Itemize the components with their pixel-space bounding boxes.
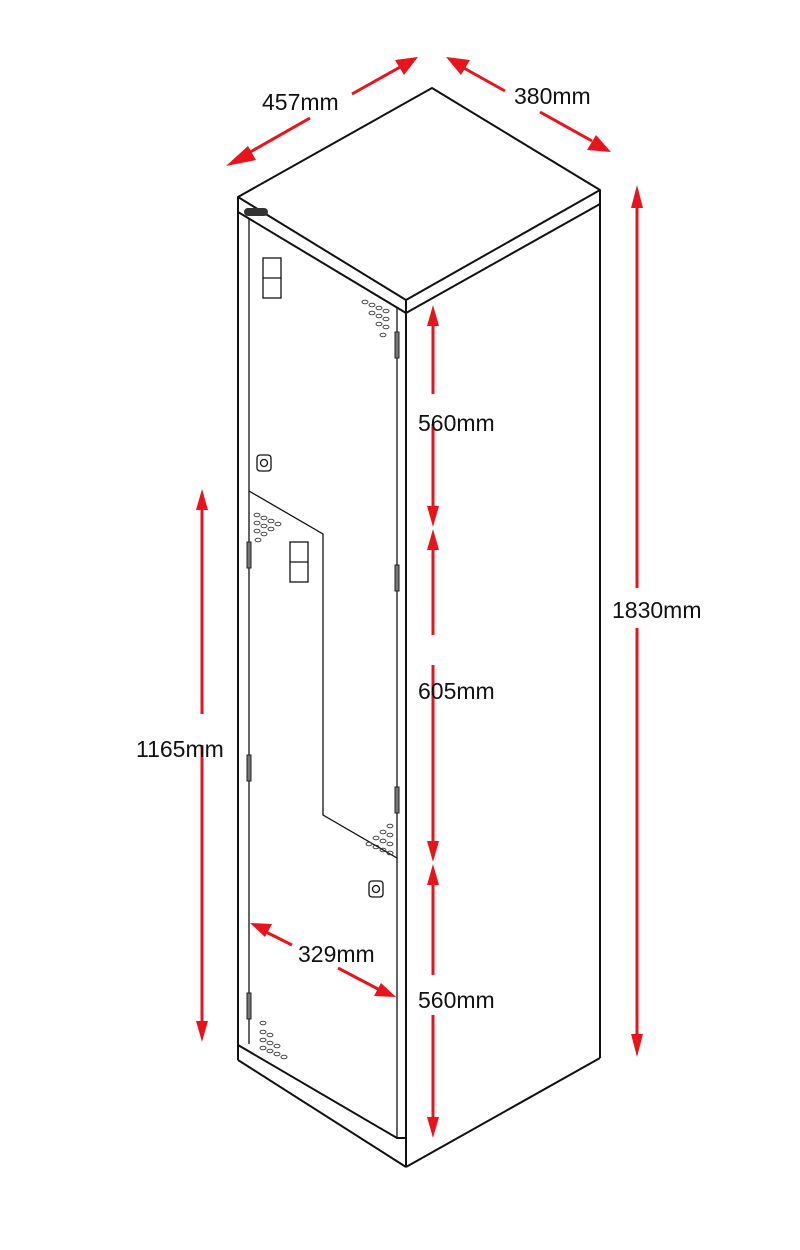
dimension-door-height-label: 1165mm [136, 736, 224, 762]
dimension-total-height-label: 1830mm [612, 597, 701, 623]
dimension-door-width: 329mm [250, 923, 396, 997]
vent-holes-icon [259, 1020, 288, 1060]
dimension-door-width-label: 329mm [298, 941, 375, 967]
hinge-icon [246, 992, 252, 1020]
dimension-middle-section-label: 605mm [418, 678, 495, 704]
dimension-width: 457mm [226, 57, 418, 166]
vent-holes-icon [365, 823, 394, 856]
lower-z-door [246, 512, 394, 1060]
dimension-lower-section-label: 560mm [418, 987, 495, 1013]
brand-badge [244, 208, 268, 216]
dimension-total-height: 1830mm [612, 185, 701, 1057]
dimension-depth-label: 380mm [514, 83, 591, 109]
dimension-lower-section: 560mm [418, 864, 495, 1138]
hinge-icon [394, 331, 400, 359]
upper-z-door [248, 257, 400, 859]
hinge-icon [394, 786, 400, 814]
locker-body [237, 87, 601, 1168]
top-panel [237, 87, 601, 301]
dimension-upper-section-label: 560mm [418, 410, 495, 436]
hinge-icon [246, 754, 252, 782]
vent-holes-icon [253, 512, 282, 543]
dimension-width-label: 457mm [262, 89, 339, 115]
lock-icon [368, 880, 384, 898]
dimension-middle-section: 605mm [418, 529, 495, 862]
vent-holes-icon [361, 299, 390, 338]
dimension-depth: 380mm [446, 57, 611, 152]
dimension-upper-section: 560mm [418, 305, 495, 527]
hinge-icon [246, 541, 252, 569]
hinge-icon [394, 564, 400, 592]
dimension-door-height: 1165mm [136, 489, 224, 1042]
lock-icon [256, 454, 272, 472]
